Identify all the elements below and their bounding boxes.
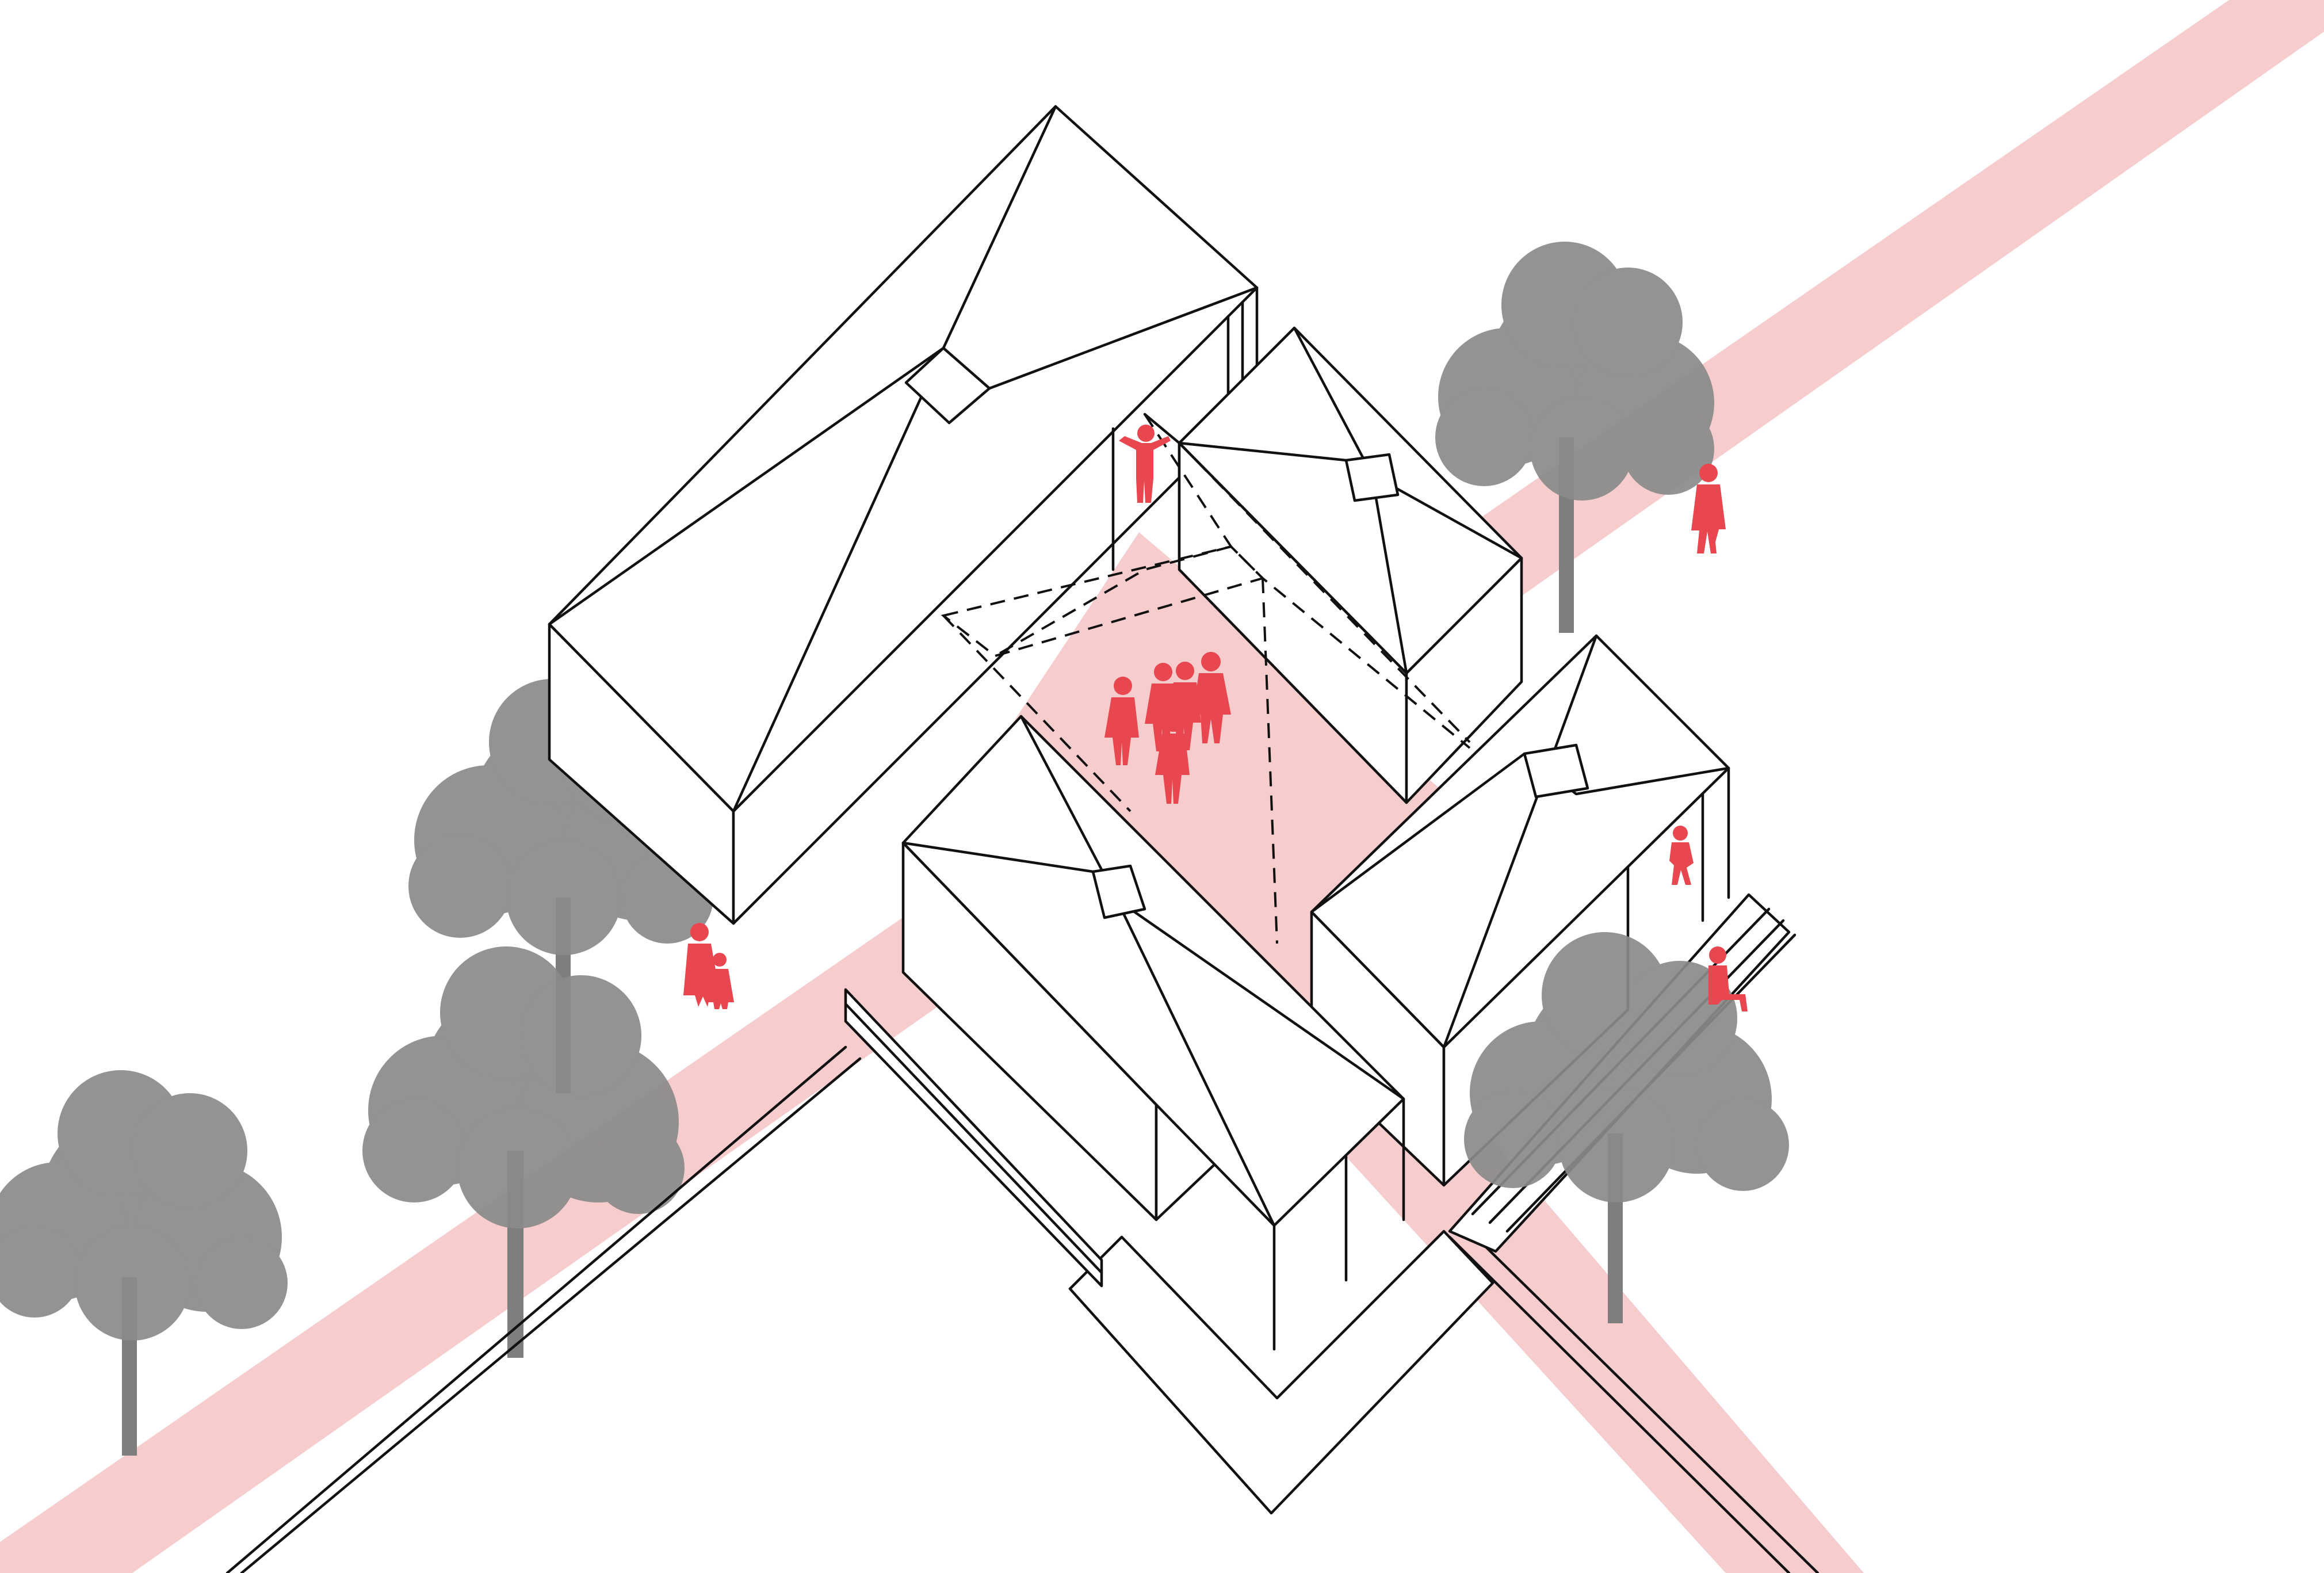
- south-roof-skylight: [1091, 864, 1146, 919]
- people-group-courtyard: [1104, 652, 1231, 804]
- person-figure: [1167, 662, 1201, 750]
- south-building: [844, 715, 1405, 1351]
- tree-left-mid: [362, 946, 685, 1358]
- east-roof-skylight: [1344, 453, 1400, 502]
- courtyard-canopy-line-2: [1178, 442, 1471, 743]
- person-figure: [1192, 652, 1231, 743]
- person-path-ne: [1691, 464, 1726, 553]
- courtyard-canopy-line-3: [942, 614, 1132, 812]
- people-pair-path-sw: [683, 923, 734, 1009]
- north-roof-skylight: [904, 346, 991, 425]
- plinth-edge-west-inner: [240, 1057, 862, 1573]
- tree-left-far: [0, 1070, 288, 1456]
- entry-platform: [1068, 1230, 1494, 1515]
- south-roof: [901, 715, 1405, 1227]
- plinth-edge-east-inner: [1448, 1235, 1791, 1573]
- tree-canopy: [1435, 242, 1714, 501]
- courtyard-path: [1010, 532, 1864, 1573]
- person-figure: [1104, 677, 1139, 765]
- courtyard-canopy-line-1: [1144, 413, 1471, 749]
- tree-northeast: [1435, 242, 1714, 633]
- person-figure: [1155, 712, 1190, 804]
- person-gateway: [1119, 425, 1171, 503]
- person-porch-upper: [1669, 826, 1694, 885]
- southeast-roof-skylight: [1523, 743, 1589, 799]
- central-courtyard: [941, 413, 1471, 944]
- site-plinth: [225, 1045, 1820, 1573]
- plinth-edge-east: [1462, 1224, 1820, 1573]
- gateway-beam: [1143, 413, 1181, 445]
- east-small-building: [1178, 326, 1523, 804]
- courtyard-post-dashed: [1262, 578, 1278, 944]
- tree-canopy: [362, 946, 685, 1228]
- tree-canopy: [0, 1070, 288, 1341]
- person-porch-seated: [1708, 946, 1748, 1011]
- south-steps-2: [844, 1002, 1103, 1274]
- plinth-edge-west: [225, 1045, 847, 1573]
- courtyard-canopy-line-4: [995, 545, 1232, 657]
- person-figure: [708, 953, 734, 1009]
- north-long-building: [548, 105, 1259, 925]
